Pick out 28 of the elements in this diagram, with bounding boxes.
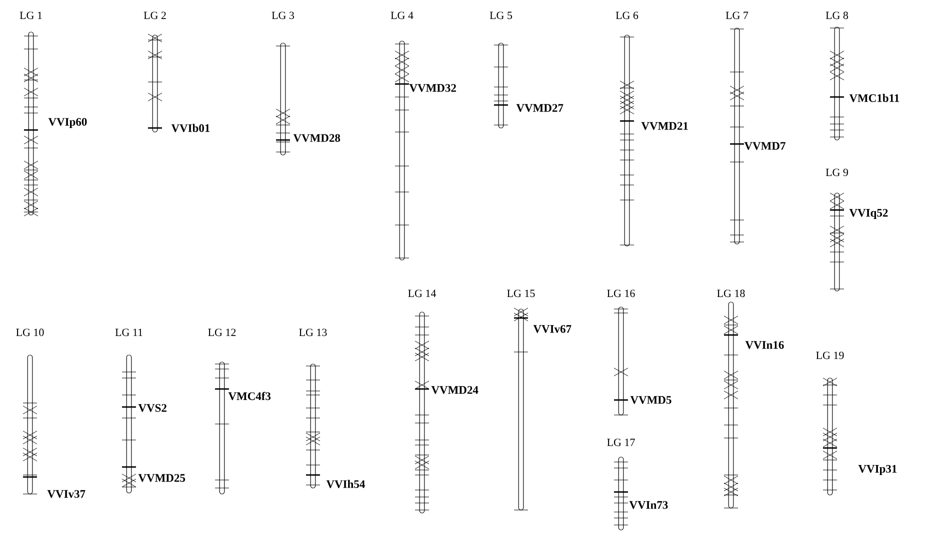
node-label: LG 6 <box>616 12 638 20</box>
marker-label: VVMD7 <box>730 142 786 150</box>
marker-label: VVS2 <box>122 404 166 412</box>
marker-label: VVIn73 <box>614 491 668 509</box>
node-label: LG 18 <box>717 290 745 298</box>
node-label: LG 13 <box>299 328 327 336</box>
node-label: LG 19 <box>816 352 844 360</box>
marker-label: VVMD25 <box>122 466 186 482</box>
node-label: LG 4 <box>390 12 414 20</box>
marker-label: VVMD32 <box>395 83 456 92</box>
node-label: LG 3 <box>272 12 294 20</box>
marker-label: VVIv67 <box>514 317 572 333</box>
node-label: LG 17 <box>607 438 635 446</box>
node-label: LG 15 <box>507 290 535 298</box>
node-label: LG 2 <box>144 12 166 20</box>
node-label: LG 10 <box>16 328 44 336</box>
marker-label: VMC4f3 <box>215 388 271 400</box>
node-label: LG 16 <box>607 290 635 298</box>
marker-label: VVMD24 <box>415 386 478 394</box>
node-label: LG 14 <box>408 290 436 298</box>
node-label: LG 11 <box>115 328 142 336</box>
marker-label: VVMD5 <box>614 396 672 404</box>
node-label: LG 1 <box>20 12 42 20</box>
node-label: LG 12 <box>208 328 236 336</box>
node-label: LG 5 <box>490 12 512 20</box>
node-label: LG 7 <box>726 12 748 20</box>
node-label: LG 8 <box>826 12 848 20</box>
node-label: LG 9 <box>826 168 848 176</box>
